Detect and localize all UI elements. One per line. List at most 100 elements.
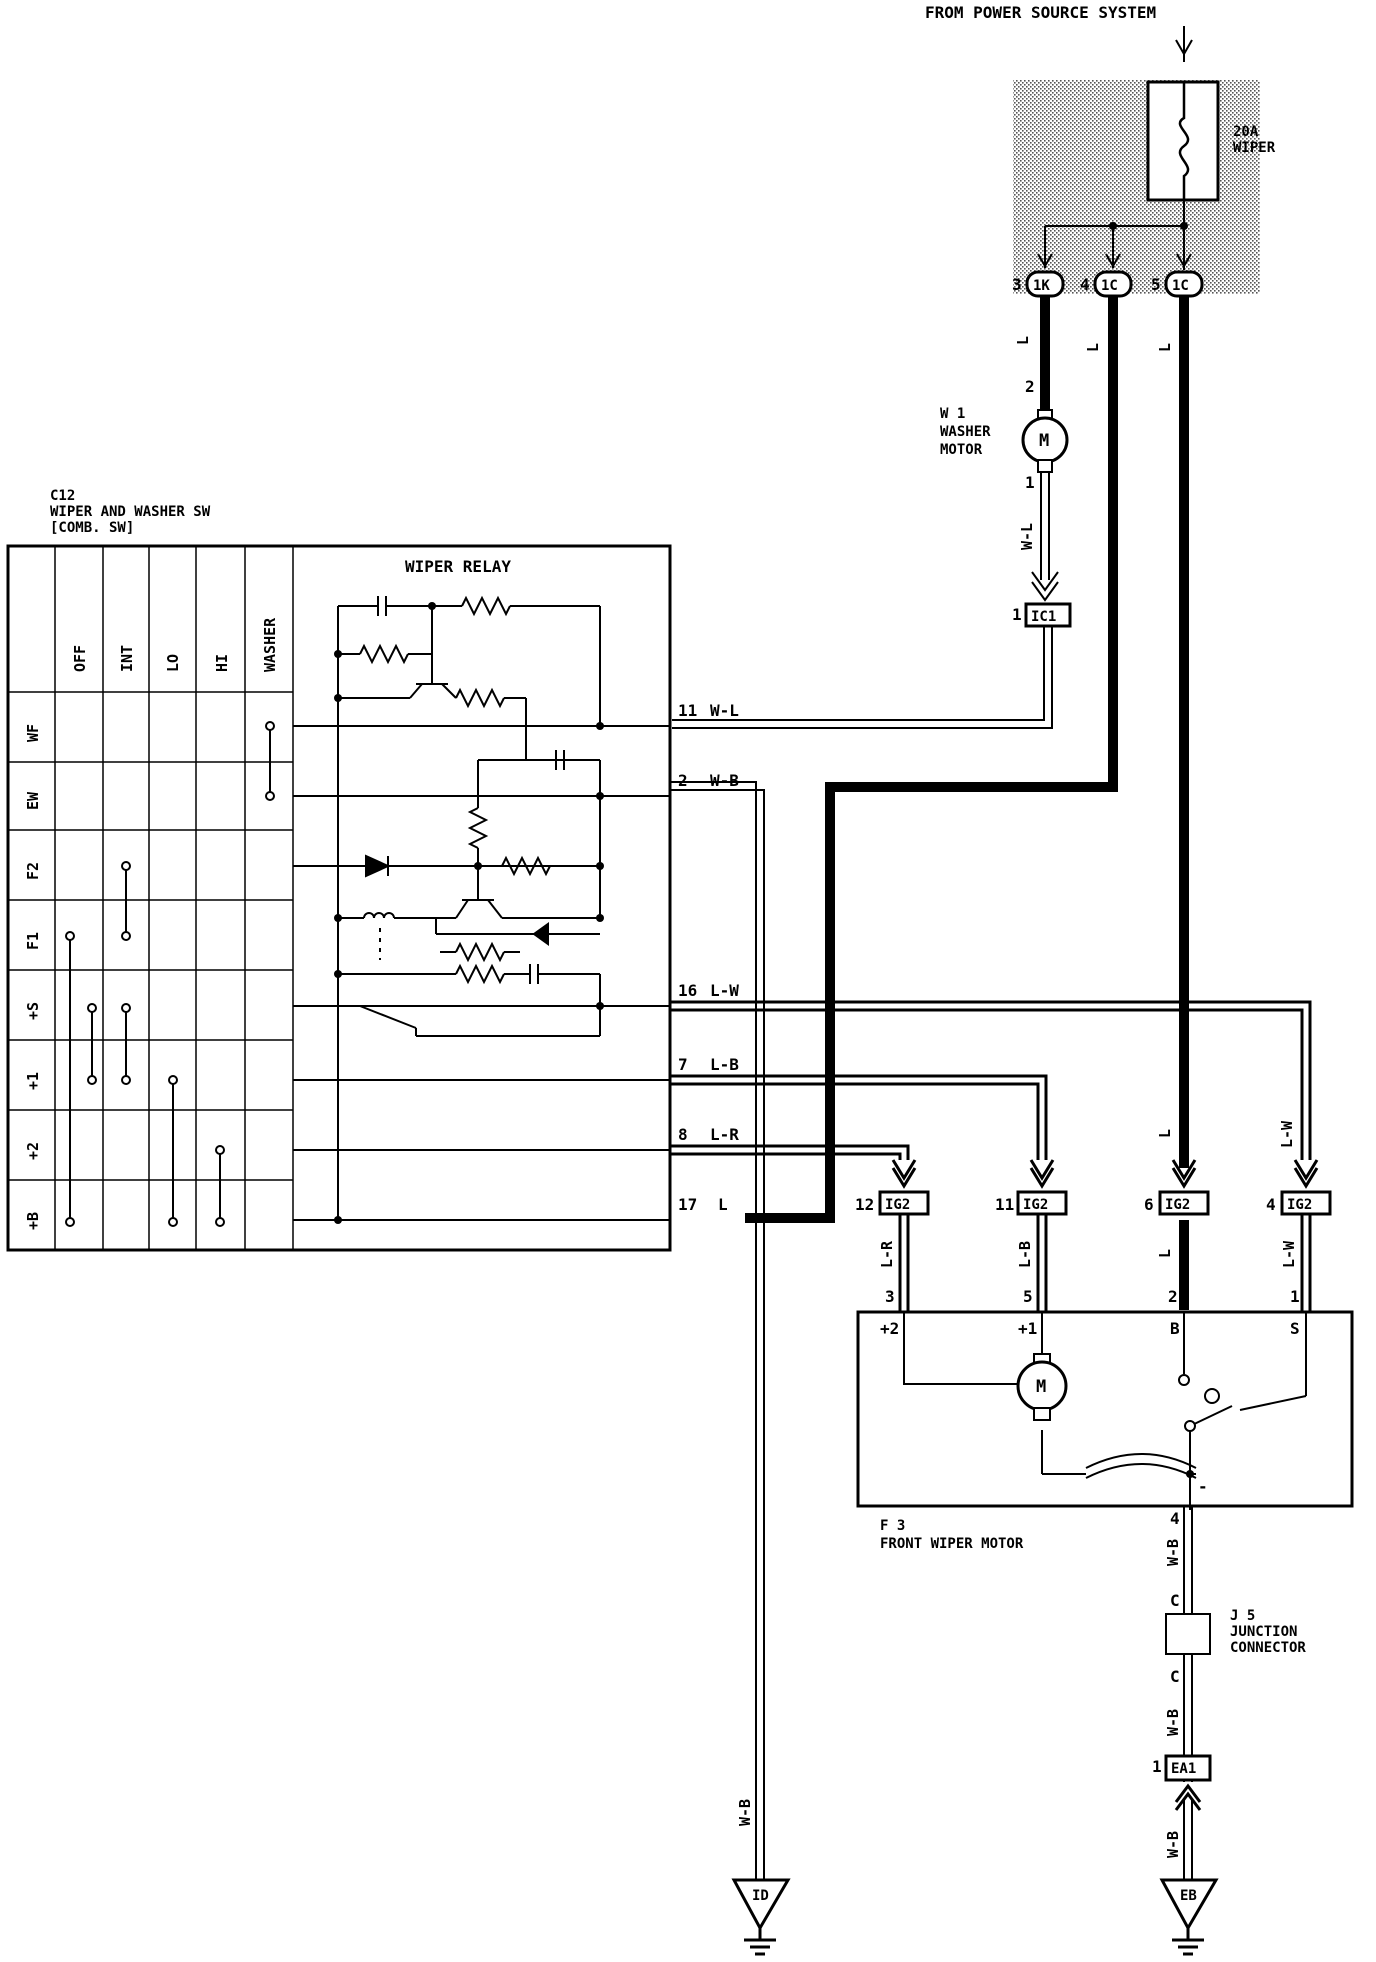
fuse-icon: [1178, 82, 1190, 200]
connector-code: IC1: [1031, 609, 1056, 625]
connector-arrows: [1174, 1783, 1202, 1811]
motor-terminal: B: [1170, 1319, 1180, 1338]
motor-terminal: +2: [880, 1319, 899, 1338]
junction-name: JUNCTION: [1230, 1624, 1297, 1640]
junction-id: J 5: [1230, 1608, 1255, 1624]
connector-ig2: [1016, 1190, 1068, 1216]
washer-motor-pin: 2: [1025, 377, 1035, 396]
power-input-arrow: [1175, 26, 1193, 62]
connector-code: EA1: [1171, 1761, 1196, 1777]
wire-color-label: L-W: [1280, 1240, 1298, 1268]
wire-color-label: L: [1014, 336, 1032, 345]
switch-row-ew: EW: [24, 791, 42, 810]
switch-column-off: OFF: [71, 645, 89, 672]
junction-connector-box: [1165, 1613, 1211, 1655]
terminal-color: L: [718, 1195, 728, 1214]
ground-symbol: [1159, 1878, 1219, 1956]
washer-motor-id: W 1: [940, 406, 965, 422]
junction-name: CONNECTOR: [1230, 1640, 1306, 1656]
wire-color-label: L: [1156, 343, 1174, 352]
wiper-motor-internal: [903, 1312, 1307, 1510]
connector-code: 1C: [1172, 278, 1189, 294]
fuse-rating: 20A: [1233, 124, 1259, 140]
wire-color-label: L-R: [878, 1240, 896, 1268]
switch-row-wf: WF: [24, 724, 42, 742]
connector-ig2: [1280, 1190, 1332, 1216]
washer-motor-name: MOTOR: [940, 442, 983, 458]
wire-l-heavy: [745, 296, 1189, 1310]
junction-dot: [1109, 222, 1117, 230]
switch-column-int: INT: [118, 645, 136, 672]
junction-dot: [1180, 222, 1188, 230]
switch-column-hi: HI: [213, 654, 231, 672]
switch-name: [COMB. SW]: [50, 520, 134, 536]
motor-ground-terminal: -: [1198, 1477, 1208, 1496]
wire-color-label: W-B: [1164, 1539, 1182, 1566]
motor-contact: [1178, 1374, 1190, 1386]
wiper-relay-circuit: [293, 595, 670, 1221]
switch-outline: [6, 544, 672, 1252]
connector-ea1: [1164, 1754, 1212, 1782]
terminal-color: W-L: [710, 701, 739, 720]
motor-terminal: S: [1290, 1319, 1300, 1338]
wire-color-label: L: [1156, 1249, 1174, 1258]
connector-code: IG2: [1287, 1197, 1312, 1213]
ground-symbol: [731, 1878, 791, 1956]
junction-pin: C: [1170, 1591, 1180, 1610]
washer-motor-pin: 1: [1025, 473, 1035, 492]
connector-pin-number: 6: [1144, 1195, 1154, 1214]
terminal-label: 17: [678, 1195, 697, 1214]
connector-code: IG2: [1165, 1197, 1190, 1213]
ground-code: ID: [752, 1888, 769, 1904]
wire-color-label: W-B: [1164, 1831, 1182, 1858]
wire-color-label: W-B: [1164, 1709, 1182, 1736]
wiper-motor-symbol: M: [1036, 1377, 1046, 1397]
wire-w-l: [1031, 472, 1059, 602]
connector-code: 1C: [1101, 278, 1118, 294]
terminal-color: L-R: [710, 1125, 739, 1144]
relay-junction-dots: [334, 602, 604, 1224]
wire-color-label: L: [1084, 343, 1102, 352]
connector-code: IG2: [885, 1197, 910, 1213]
washer-motor-symbol: M: [1039, 431, 1049, 451]
switch-grid: [8, 546, 294, 1251]
switch-id: C12: [50, 488, 75, 504]
wiper-motor-id: F 3: [880, 1518, 905, 1534]
wire-color-label: W-L: [1018, 523, 1036, 550]
wire-color-label: L-B: [1016, 1241, 1034, 1268]
wiper-motor-name: FRONT WIPER MOTOR: [880, 1536, 1024, 1552]
motor-contact: [1186, 1470, 1194, 1478]
switch-name: WIPER AND WASHER SW: [50, 504, 211, 520]
motor-contact: [1184, 1420, 1196, 1432]
switch-row-plus-s: +S: [24, 1002, 42, 1020]
motor-pin-number: 3: [885, 1287, 895, 1306]
terminal-label: 11: [678, 701, 697, 720]
terminal-label: 8: [678, 1125, 688, 1144]
wire-w-l: [672, 626, 1053, 729]
switch-row-f1: F1: [24, 932, 42, 950]
wire-color-label: L-W: [1278, 1120, 1296, 1148]
fuse-name: WIPER: [1233, 140, 1276, 156]
wire-w-b: [1183, 1506, 1193, 1880]
switch-column-washer: WASHER: [261, 617, 279, 672]
terminal-label: 16: [678, 981, 697, 1000]
connector-pin-number: 4: [1266, 1195, 1276, 1214]
motor-pin-number: 2: [1168, 1287, 1178, 1306]
wiper-motor-box: [856, 1310, 1354, 1508]
motor-pin-number: 4: [1170, 1509, 1180, 1528]
junction-pin: C: [1170, 1667, 1180, 1686]
wire-l-r: [670, 1144, 910, 1160]
wiper-motor-housing: [1033, 1407, 1051, 1421]
wire-color-label: L: [1156, 1129, 1174, 1138]
ground-code: EB: [1180, 1888, 1197, 1904]
connector-pin-number: 5: [1151, 275, 1161, 294]
connector-code: IG2: [1023, 1197, 1048, 1213]
wire-l-w: [670, 1000, 1312, 1160]
motor-pin-number: 1: [1290, 1287, 1300, 1306]
switch-row-plus-b: +B: [24, 1212, 42, 1230]
connector-code: 1K: [1033, 278, 1050, 294]
wire-w-b: [670, 781, 765, 1880]
washer-motor-name: WASHER: [940, 424, 991, 440]
connector-pin-number: 3: [1012, 275, 1022, 294]
